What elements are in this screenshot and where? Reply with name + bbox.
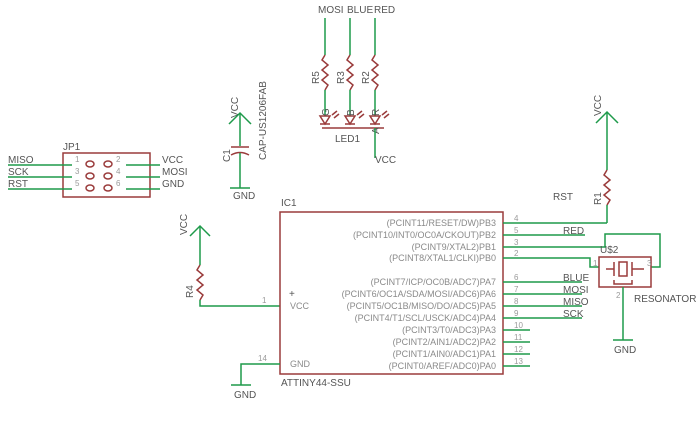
- led-pin-a: A: [371, 127, 382, 134]
- ic1-body: [279, 211, 504, 375]
- vcc-resistor-r4: VCC R4: [179, 214, 280, 307]
- resonator-pin-3: 3: [647, 259, 652, 268]
- header-jp1: JP1 MISO SCK RST 1 3 5 2 4 6 VCC MOSI GN…: [8, 142, 188, 198]
- jp1-net-vcc: VCC: [162, 155, 183, 166]
- ic1-pin-label: (PCINT3/T0/ADC3)PA3: [402, 325, 496, 335]
- ic1-gnd-net: GND: [234, 390, 256, 401]
- resistor-r3-label: R3: [336, 71, 347, 84]
- ic-net-sck: SCK: [563, 309, 584, 320]
- ic1-pin-label: (PCINT1/AIN0/ADC1)PA1: [393, 349, 496, 359]
- ic1-pin-label: (PCINT9/XTAL2)PB1: [412, 242, 496, 252]
- net-label-red: RED: [374, 5, 395, 16]
- jp1-net-miso: MISO: [8, 155, 34, 166]
- ic1-pin-number: 9: [514, 309, 519, 318]
- ic1-pin-label: (PCINT10/INT0/OC0A/CKOUT)PB2: [353, 230, 496, 240]
- resonator-gnd-label: GND: [614, 345, 636, 356]
- jp1-net-gnd: GND: [162, 179, 184, 190]
- ic1-pin-gnd-num: 14: [258, 354, 267, 363]
- jp1-net-mosi: MOSI: [162, 167, 188, 178]
- jp1-pin-2: 2: [116, 155, 121, 164]
- ic1-plus: +: [289, 289, 295, 300]
- resistor-r3: [345, 54, 355, 91]
- ic1-pin-number: 12: [514, 345, 523, 354]
- reset-pullup-r1: VCC R1 RST: [553, 95, 619, 223]
- ic1-part-label: ATTINY44-SSU: [281, 378, 351, 389]
- jp1-pin-1: 1: [75, 155, 80, 164]
- ic1-pin-label: (PCINT2/AIN1/ADC2)PA2: [393, 337, 496, 347]
- ic1-attiny44: IC1 1 + VCC 14 GND GND ATTINY44-SSU (PCI…: [231, 198, 530, 401]
- jp1-pin-6: 6: [116, 179, 121, 188]
- ic-net-mosi: MOSI: [563, 285, 589, 296]
- jp1-net-rst: RST: [8, 179, 28, 190]
- led-diode-r: [368, 115, 382, 126]
- led-pin-b: B: [346, 109, 357, 116]
- ic1-pin-number: 4: [514, 214, 519, 223]
- resistor-r2-label: R2: [361, 71, 372, 84]
- resonator-part-label: RESONATOR: [634, 294, 696, 305]
- jp1-net-sck: SCK: [8, 167, 29, 178]
- jp1-pin-5: 5: [75, 179, 80, 188]
- ic1-pin-number: 7: [514, 285, 519, 294]
- capacitor-c1: VCC C1 CAP-US1206FAB GND: [222, 81, 269, 202]
- resistor-r5-label: R5: [311, 71, 322, 84]
- jp1-label: JP1: [63, 142, 81, 153]
- ic-net-miso: MISO: [563, 297, 589, 308]
- ic1-pin-label: (PCINT8/XTAL1/CLKI)PB0: [389, 253, 496, 263]
- net-label-mosi: MOSI: [318, 5, 344, 16]
- ic1-pin-label: (PCINT6/OC1A/SDA/MOSI/ADC6)PA6: [342, 289, 496, 299]
- resistor-r2: [370, 54, 380, 91]
- resistor-r1-label: R1: [593, 192, 604, 205]
- resonator-label: U$2: [600, 245, 619, 256]
- resistor-r1: [602, 169, 612, 206]
- ic1-pin-label: (PCINT4/T1/SCL/USCK/ADC4)PA4: [355, 313, 496, 323]
- resistor-r4-label: R4: [185, 285, 196, 298]
- resonator-body: [598, 256, 652, 288]
- resonator-u2: U$2 1 2 3 GND RESONATOR: [593, 245, 696, 356]
- cap-value-label: CAP-US1206FAB: [258, 81, 269, 160]
- jp1-pin-4: 4: [116, 167, 121, 176]
- resistor-r5: [320, 54, 330, 91]
- ic1-pin-label: (PCINT5/OC1B/MISO/DO/ADC5)PA5: [347, 301, 496, 311]
- ic1-pin-number: 11: [514, 333, 523, 342]
- ic1-pin-label: (PCINT11/RESET/DW)PB3: [387, 218, 496, 228]
- ic1-pin-label: (PCINT7/ICP/OC0B/ADC7)PA7: [371, 277, 496, 287]
- cap-gnd-label: GND: [233, 191, 255, 202]
- ic1-pin-number: 13: [514, 357, 523, 366]
- ic1-pin-number: 10: [514, 321, 523, 330]
- led-pin-g: G: [321, 108, 332, 116]
- led-pin-r: R: [371, 109, 382, 116]
- ic-net-blue: BLUE: [563, 273, 589, 284]
- resonator-pin-2: 2: [616, 291, 621, 300]
- led-resistor-group: MOSI BLUE RED R5 R3 R2 G B R A LED1: [311, 5, 396, 166]
- jp1-pin-3: 3: [75, 167, 80, 176]
- ic1-pin-number: 8: [514, 297, 519, 306]
- net-label-blue: BLUE: [347, 5, 373, 16]
- ic1-pin-number: 6: [514, 273, 519, 282]
- resistor-r4: [195, 264, 205, 301]
- ic1-vcc-label: VCC: [290, 301, 310, 311]
- ic1-right-pins: (PCINT11/RESET/DW)PB3 4 (PCINT10/INT0/OC0A…: [342, 214, 530, 371]
- ic1-gnd-label: GND: [290, 359, 311, 369]
- resonator-pin-1: 1: [593, 259, 598, 268]
- ic1-label: IC1: [281, 198, 297, 209]
- cap-c1-label: C1: [222, 149, 233, 162]
- ic1-pin-vcc-num: 1: [262, 296, 267, 305]
- ic-net-red: RED: [563, 226, 584, 237]
- ic1-pin-number: 3: [514, 238, 519, 247]
- ic1-pin-number: 5: [514, 226, 519, 235]
- led-diode-g: [318, 115, 332, 126]
- r1-rst-label: RST: [553, 192, 573, 203]
- led-diode-b: [343, 115, 357, 126]
- led1-label: LED1: [335, 134, 360, 145]
- ic-right-wiring: RED BLUE MOSI MISO SCK: [530, 222, 661, 320]
- ic1-pin-number: 2: [514, 249, 519, 258]
- ic1-pin-label: (PCINT0/AREF/ADC0)PA0: [389, 361, 496, 371]
- cap-vcc-label: VCC: [230, 97, 241, 118]
- r4-vcc-label: VCC: [179, 214, 190, 235]
- r1-vcc-label: VCC: [593, 95, 604, 116]
- led-vcc-label: VCC: [375, 155, 396, 166]
